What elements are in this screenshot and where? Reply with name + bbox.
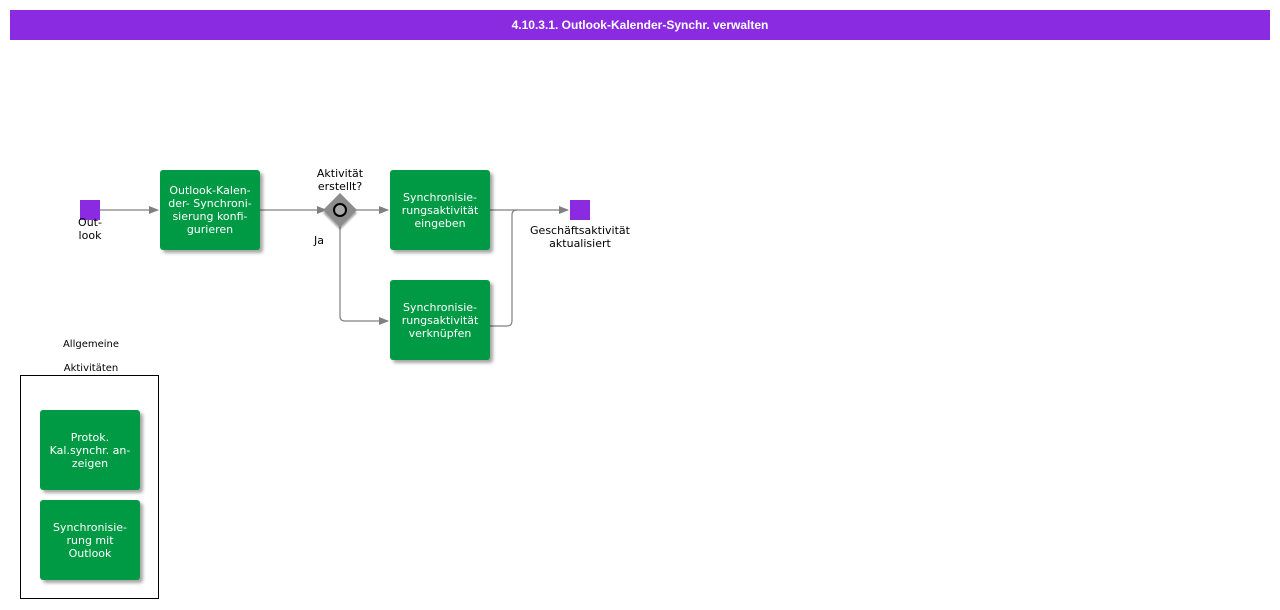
end-event[interactable] [570, 200, 590, 220]
general-activities-group [20, 375, 159, 599]
flow-gateway-to-link [339, 224, 389, 325]
general-activities-title: Allgemeine Aktivitäten [62, 339, 120, 374]
gateway-ring-icon [333, 203, 347, 217]
gateway-yes-label: Ja [314, 234, 324, 247]
task-link-sync-activity[interactable]: Synchronisie- rungsaktivität verknüpfen [390, 280, 490, 360]
task-show-sync-log[interactable]: Protok. Kal.synchr. an- zeigen [40, 410, 140, 490]
end-event-label: Geschäftsaktivität aktualisiert [530, 224, 630, 250]
diagram-title-bar: 4.10.3.1. Outlook-Kalender-Synchr. verwa… [10, 10, 1270, 40]
start-event[interactable] [80, 200, 100, 220]
gateway-question-label: Aktivität erstellt? [316, 167, 364, 193]
diagram-title: 4.10.3.1. Outlook-Kalender-Synchr. verwa… [511, 18, 769, 32]
task-configure-sync[interactable]: Outlook-Kalen- der- Synchroni- sierung k… [160, 170, 260, 250]
task-sync-with-outlook[interactable]: Synchronisie- rung mit Outlook [40, 500, 140, 580]
start-event-label: Out- look [78, 216, 102, 242]
task-enter-sync-activity[interactable]: Synchronisie- rungsaktivität eingeben [390, 170, 490, 250]
flow-link-to-end [490, 209, 518, 327]
